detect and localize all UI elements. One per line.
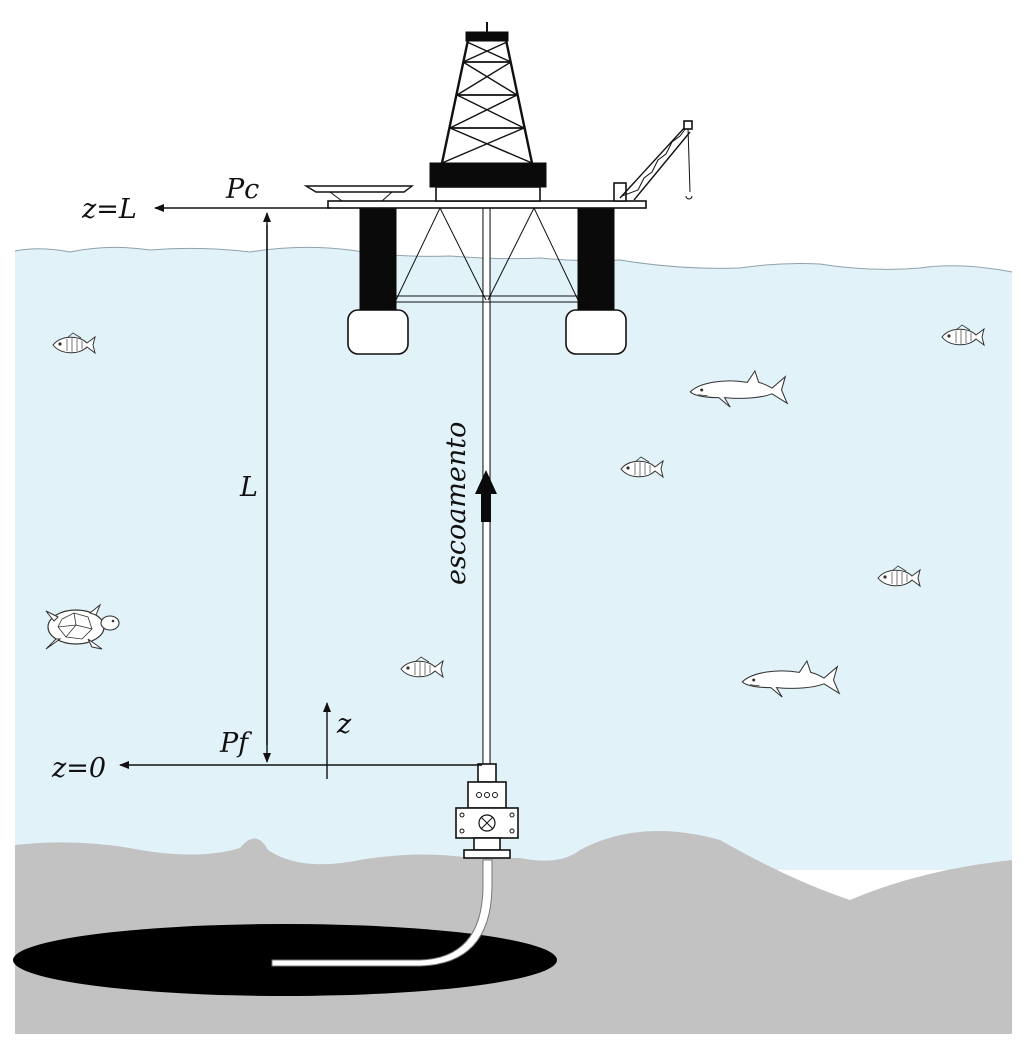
flow-arrow [475, 470, 497, 522]
crane-icon [613, 120, 693, 202]
axis-label: z [336, 709, 352, 740]
derrick-icon [440, 22, 534, 164]
length-label: L [239, 472, 258, 503]
well-pipe [271, 859, 493, 967]
turtle-icon [45, 603, 120, 650]
bottom-level-label: z=0 [51, 753, 106, 784]
top-level-label: z=L [81, 194, 137, 225]
sea-surface [14, 246, 1013, 273]
bottom-pressure-label: Pf [219, 728, 252, 759]
top-pressure-label: Pc [225, 174, 259, 205]
wellhead-icon [455, 763, 519, 859]
oil-platform-icon [303, 120, 693, 355]
sea-water [15, 247, 1012, 870]
flow-label: escoamento [441, 422, 472, 585]
